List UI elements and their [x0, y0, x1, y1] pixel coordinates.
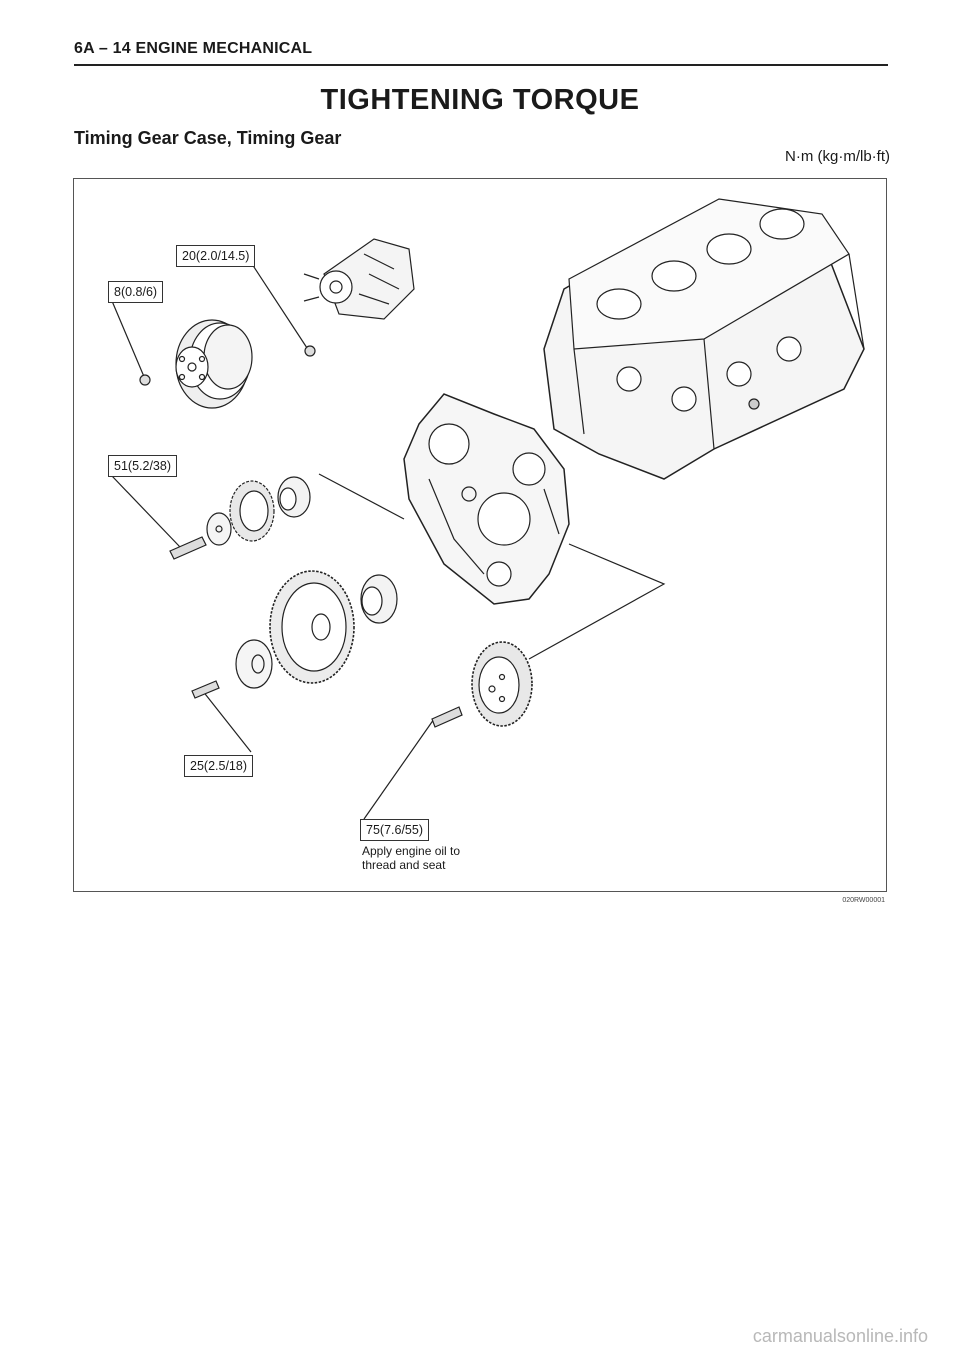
engine-illustration	[111, 198, 865, 820]
header-rule	[74, 64, 888, 66]
callout-idler-large-torque: 25(2.5/18)	[184, 755, 253, 777]
exploded-diagram: 20(2.0/14.5) 8(0.8/6) 51(5.2/38) 25(2.5/…	[73, 178, 887, 892]
large-idler-gear-part	[191, 570, 398, 699]
callout-cam-gear-torque: 75(7.6/55)	[360, 819, 429, 841]
timing-gear-case-part	[403, 393, 570, 605]
leader-case-top	[318, 473, 405, 520]
watermark: carmanualsonline.info	[752, 1326, 928, 1346]
leader-case-right	[528, 543, 666, 660]
section-title: Timing Gear Case, Timing Gear	[74, 128, 342, 148]
callout-water-pump-torque: 20(2.0/14.5)	[176, 245, 256, 267]
figure-code: 020RW00001	[842, 897, 885, 904]
water-pump-part	[303, 238, 415, 357]
camshaft-gear-part	[431, 641, 533, 728]
header-text: 6A – 14 ENGINE MECHANICAL	[74, 40, 313, 57]
small-idler-part	[169, 476, 311, 560]
pulley-part	[139, 319, 253, 409]
page-header: 6A – 14 ENGINE MECHANICAL	[74, 40, 888, 66]
callout-pulley-torque: 8(0.8/6)	[108, 281, 164, 303]
page-title: TIGHTENING TORQUE	[320, 84, 640, 116]
leader-water-pump	[251, 263, 310, 352]
oil-note-line1: Apply engine oil to	[362, 844, 461, 858]
leader-idler-small	[111, 475, 181, 548]
leader-idler-large	[201, 689, 252, 753]
leader-cam-gear	[363, 718, 435, 820]
callout-idler-small-torque: 51(5.2/38)	[108, 455, 177, 477]
leader-pulley	[111, 300, 146, 380]
cylinder-block-part	[543, 198, 865, 480]
oil-note-line2: thread and seat	[362, 858, 446, 872]
torque-units: N·m (kg·m/lb·ft)	[785, 148, 890, 165]
oil-note: Apply engine oil to thread and seat	[362, 844, 460, 872]
